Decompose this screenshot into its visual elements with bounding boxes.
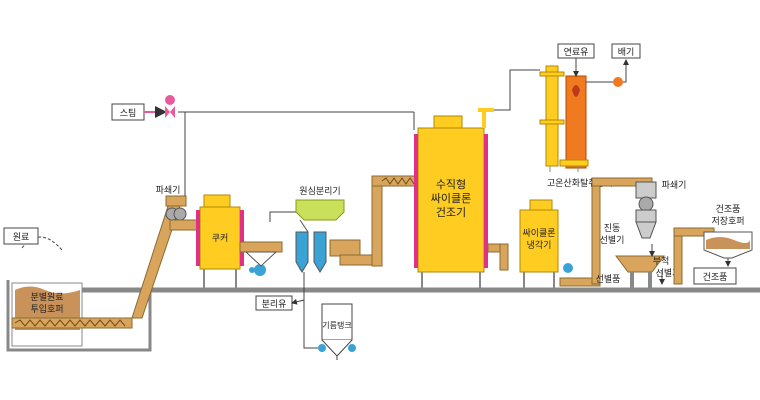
oil-tank-label: 기름탱크 [322,320,351,330]
cooker-label: 쿠커 [212,233,229,244]
screw-conveyor-bottom [11,317,133,329]
conveyor-to-dryer [329,175,421,267]
product-hopper-label-2: 저장호퍼 [711,216,744,227]
crusher-right-unit [635,181,657,239]
centrifuge-unit [295,199,345,273]
screened-product-label: 선별품 [596,274,621,285]
raw-material-arrow [21,236,63,251]
reject-label-2: 선별기 [656,268,681,279]
separated-oil-pipe [303,272,318,349]
cooler-pump-icon [563,263,573,273]
oil-tank [321,303,353,360]
conveyor-to-screen [559,177,653,287]
dryer-exhaust-duct [478,108,494,128]
dryer-label-3: 건조기 [436,206,466,219]
raw-material-label-box [3,227,39,245]
oil-tank-pump-icon [318,344,356,352]
steam-valve-icon [165,95,175,118]
cooker-discharge [239,241,283,253]
raw-hopper-label-1: 분별원료 [30,292,63,303]
oxidation-device [539,65,589,172]
raw-material-label: 원료 [13,232,30,243]
cooker-pump-icon [249,264,266,276]
centrifuge-label: 원심분리기 [299,186,340,197]
screen-label-1: 진동 [604,223,621,234]
crusher-left-label: 파쇄기 [156,185,181,196]
cooler-label-2: 냉각기 [527,239,552,251]
exhaust-label-box [611,43,641,59]
product-hopper-label-1: 건조품 [716,204,741,215]
cyclone-cooler [519,199,559,290]
centrifuge-feed-pipe [269,211,296,222]
cooker-vessel [196,194,244,290]
dryer-label-1: 수직형 [436,178,466,191]
dried-product-label: 건조품 [703,272,728,283]
separated-oil-arrow [291,298,305,305]
cooler-label-1: 싸이클론 [522,228,555,239]
exhaust-fan-icon [613,77,623,87]
crusher-right-label: 파쇄기 [662,180,687,191]
dryer-label-2: 싸이클론 [431,192,471,205]
fuel-oil-label: 연료유 [564,47,589,58]
exhaust-line-to-oxidizer [494,69,540,111]
crusher-left-icon [165,207,187,221]
separated-oil-label: 분리유 [262,299,287,310]
dried-product-label-box [693,267,737,285]
conveyor-to-cooler [487,243,509,271]
cyclone-dryer [414,115,488,290]
product-hopper [703,231,753,267]
screen-label-2: 선별기 [600,235,625,246]
cooker-cone [244,251,278,267]
raw-hopper-label-2: 투입호퍼 [30,303,63,315]
vibrating-screen [615,255,665,288]
exhaust-label: 배기 [618,47,635,58]
steam-pipe [144,106,415,196]
steam-label: 스팀 [120,107,137,119]
reject-label-1: 부적 [653,255,670,267]
